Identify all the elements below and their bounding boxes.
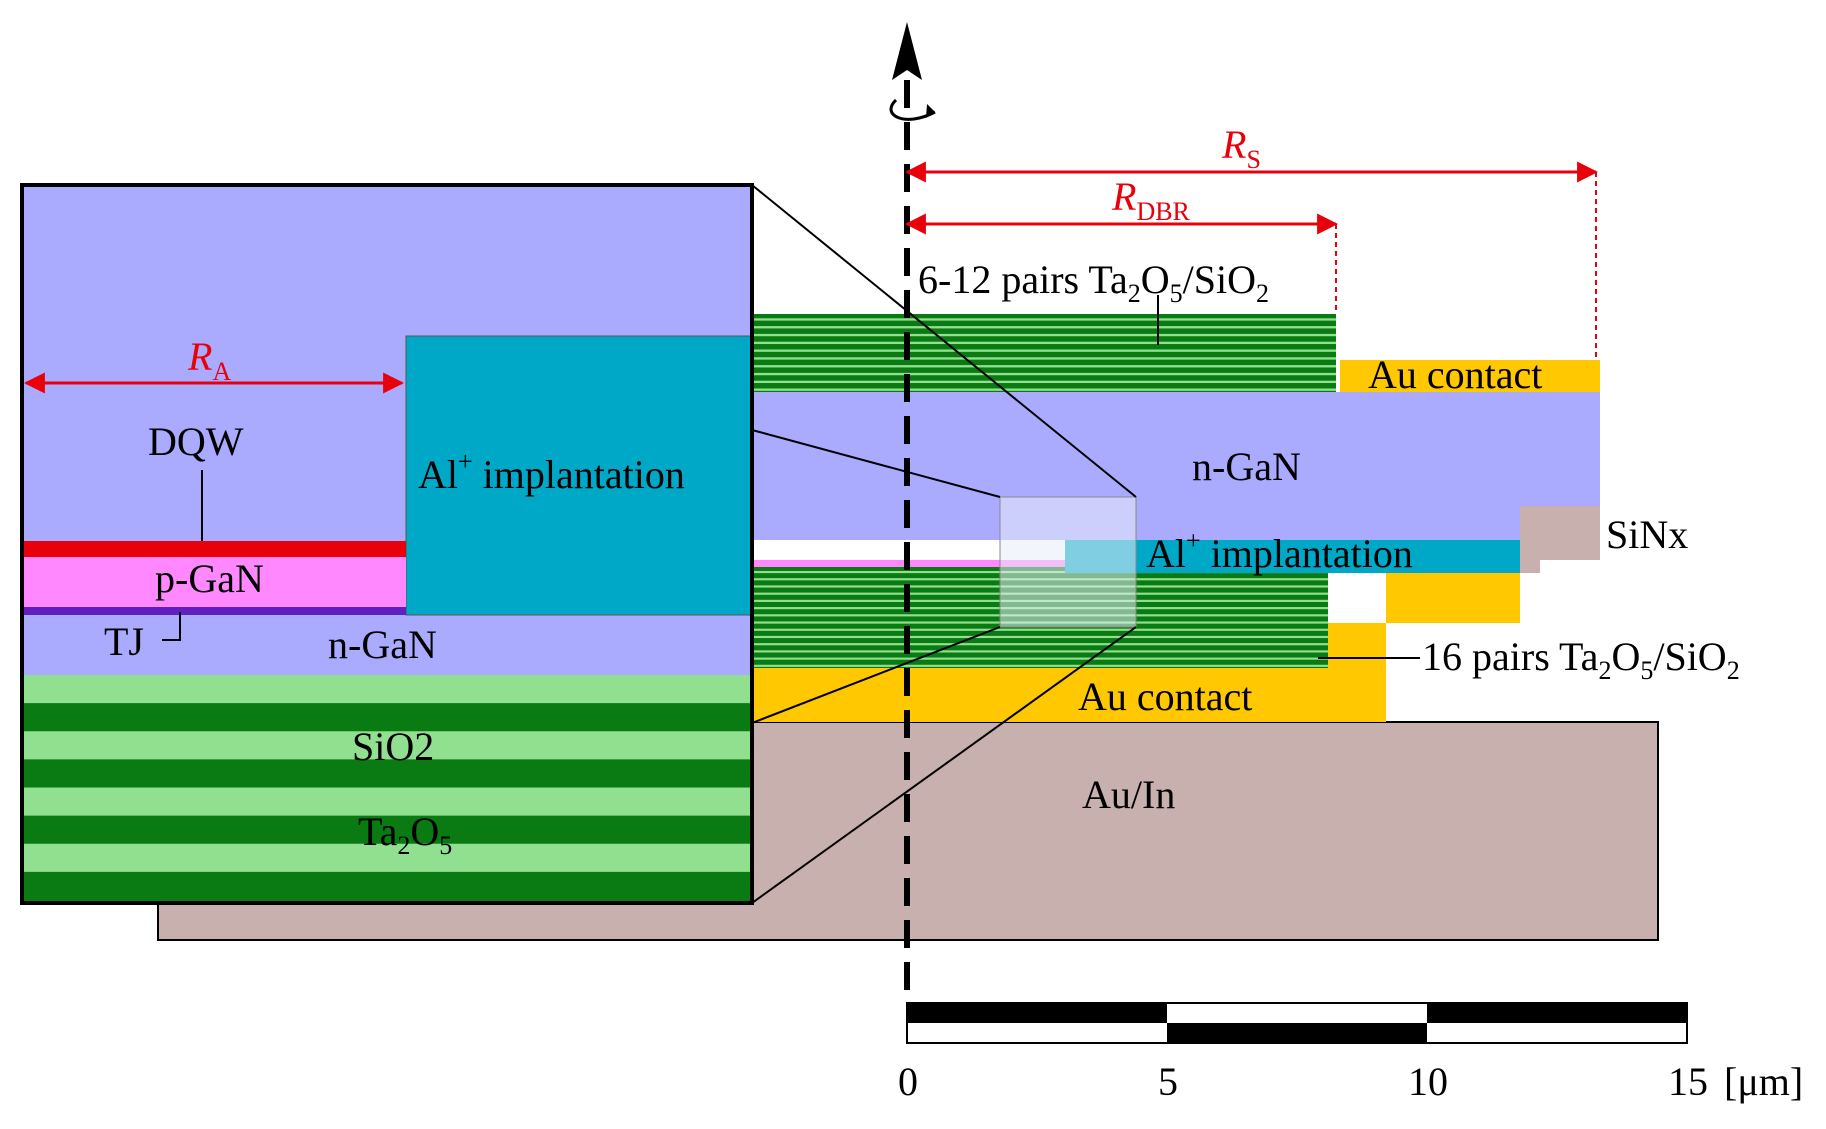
inset-dqw-layer: [22, 541, 406, 557]
dbr-layer-stripe: [753, 628, 1328, 631]
au-in-label: Au/In: [1082, 772, 1175, 817]
sinx-label: SiNx: [1606, 512, 1688, 557]
sio2-band: [22, 843, 752, 873]
ta2o5-band: [22, 759, 752, 788]
ta2o5-band: [22, 815, 752, 845]
dimension-arrows: [23, 161, 1599, 394]
inset-pgan-layer: [22, 557, 406, 607]
tj-label: TJ: [104, 619, 144, 664]
dbr-layer-stripe: [753, 341, 1336, 345]
bottom-au-contact: [753, 573, 1520, 722]
scale-unit: [μm]: [1724, 1059, 1803, 1104]
top-au-contact-label: Au contact: [1368, 352, 1542, 397]
sio2-band: [22, 787, 752, 817]
inset-dbr-stack: [22, 675, 752, 903]
inset-magnified-view: [20, 183, 754, 905]
dbr-layer-stripe: [753, 333, 1336, 337]
zoom-connector-lines: [751, 184, 1137, 904]
dbr-layer-stripe: [753, 365, 1336, 368]
main-ngan-layer: [753, 392, 1600, 540]
dbr-layer-stripe: [753, 349, 1336, 352]
dbr-layer-stripe: [753, 643, 1328, 646]
inset-al-implantation-label: Al+ implantation: [418, 447, 685, 497]
dbr-layer-stripe: [753, 650, 1328, 653]
main-ngan-label: n-GaN: [1192, 444, 1301, 489]
scale-tick-5: 5: [1158, 1059, 1178, 1104]
dbr-layer-stripe: [753, 318, 1336, 321]
pgan-label: p-GaN: [155, 556, 264, 601]
dbr-layer-stripe: [753, 372, 1336, 376]
dbr-background: [753, 314, 1336, 392]
top-dbr: [753, 314, 1336, 392]
scale-bar: [906, 1002, 1688, 1044]
sio2-band: [22, 731, 752, 760]
rs-label: RS: [1221, 122, 1261, 174]
dbr-layer-stripe: [753, 635, 1328, 639]
sinx-passivation: [1520, 506, 1600, 573]
sio2-label: SiO2: [352, 724, 434, 769]
dbr-layer-stripe: [753, 657, 1328, 660]
bottom-au-contact-label: Au contact: [1078, 674, 1252, 719]
axis-arrow-head: [892, 22, 922, 80]
scale-tick-10: 10: [1408, 1059, 1448, 1104]
inset-tj-layer: [22, 607, 406, 615]
top-dbr-label: 6-12 pairs Ta2O5/SiO2: [918, 257, 1269, 308]
sio2-band: [22, 675, 752, 704]
zoom-region-box: [999, 496, 1137, 628]
dbr-layer-stripe: [753, 388, 1336, 391]
inset-al-implantation: [405, 335, 753, 616]
main-al-implantation-label: Al+ implantation: [1146, 526, 1413, 576]
dbr-layer-stripe: [753, 357, 1336, 360]
scale-tick-15: 15: [1668, 1059, 1708, 1104]
dqw-label: DQW: [148, 419, 244, 464]
rdbr-label: RDBR: [1111, 174, 1191, 226]
main-al-implantation-region: [1065, 540, 1520, 573]
bottom-dbr-label: 16 pairs Ta2O5/SiO2: [1422, 634, 1740, 685]
ta2o5-band: [22, 703, 752, 732]
ta2o5-band: [22, 871, 752, 901]
dbr-layer-stripe: [753, 380, 1336, 384]
scale-tick-0: 0: [898, 1059, 918, 1104]
ra-label: RA: [187, 334, 231, 386]
dbr-layer-stripe: [753, 664, 1328, 667]
inset-ngan-label: n-GaN: [328, 622, 437, 667]
leader-lines: [162, 295, 1420, 659]
dbr-layer-stripe: [753, 326, 1336, 329]
top-au-contact: [1340, 360, 1600, 392]
ta2o5-label: Ta2O5: [358, 809, 452, 860]
